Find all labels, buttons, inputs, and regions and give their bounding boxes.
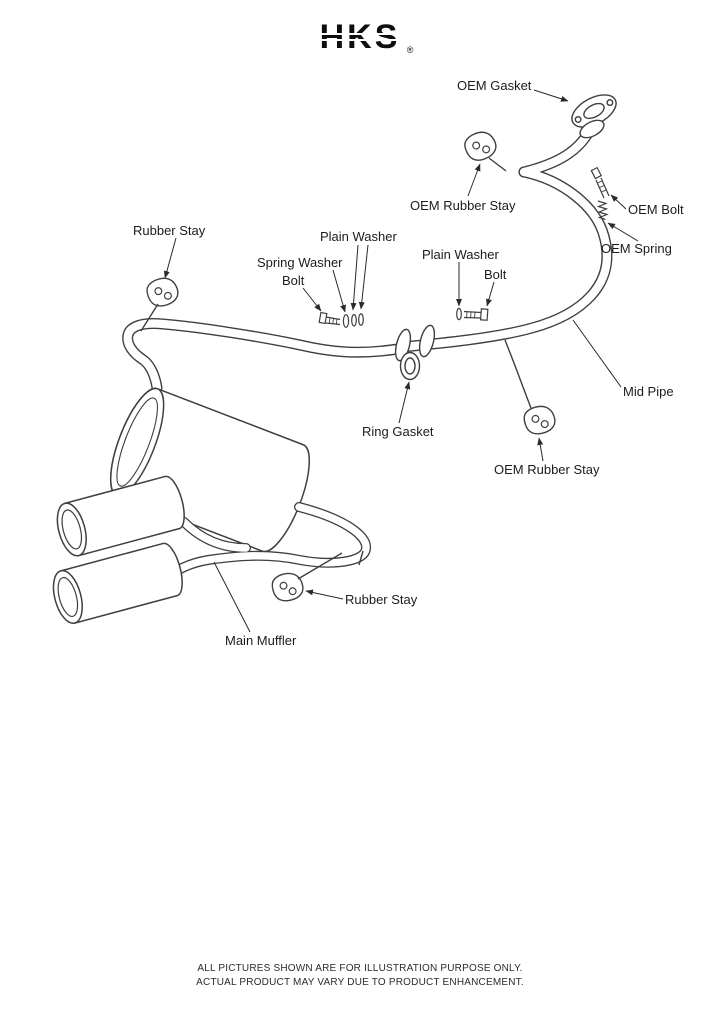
exhaust-tip-upper [56, 475, 185, 557]
front-pipe [122, 120, 613, 394]
label-oem-gasket: OEM Gasket [457, 78, 532, 93]
leader-oem-rubber-stay-top [467, 163, 481, 197]
registered-mark: ® [406, 45, 414, 55]
leader-plain-washer-center [358, 244, 369, 310]
label-plain-washer-right: Plain Washer [422, 247, 499, 262]
label-oem-bolt: OEM Bolt [628, 202, 684, 217]
label-oem-spring: OEM Spring [601, 241, 672, 256]
label-rubber-stay-bottom: Rubber Stay [345, 592, 418, 607]
bolt-head [590, 166, 603, 180]
oem-gasket-part [571, 94, 617, 128]
label-plain-washer-center: Plain Washer [320, 229, 397, 244]
oem-bolt-part [590, 166, 610, 199]
hanger-rods [140, 157, 532, 580]
disclaimer-line1: ALL PICTURES SHOWN ARE FOR ILLUSTRATION … [197, 963, 523, 974]
bolt-set-right [456, 307, 489, 321]
leader-lines [163, 89, 639, 633]
label-bolt-center: Bolt [282, 273, 305, 288]
exhaust-tip-lower [52, 542, 183, 625]
hks-logo-text: HKS [319, 18, 401, 56]
oem-rubber-stay-part [461, 127, 500, 165]
bolt-set-left [318, 311, 364, 328]
label-ring-gasket: Ring Gasket [362, 424, 434, 439]
rubber-stay-part [143, 274, 182, 310]
label-oem-rubber-stay-right: OEM Rubber Stay [494, 462, 600, 477]
leader-mid-pipe [572, 319, 622, 388]
leader-main-muffler [213, 561, 251, 633]
label-spring-washer: Spring Washer [257, 255, 343, 270]
label-mid-pipe: Mid Pipe [623, 384, 674, 399]
disclaimer: ALL PICTURES SHOWN ARE FOR ILLUSTRATION … [0, 962, 720, 990]
bolt-head [479, 308, 489, 321]
spring-washer-part [342, 314, 350, 328]
leader-rubber-stay-bottom [305, 589, 344, 600]
leader-ring-gasket [398, 381, 411, 424]
plain-washer-part [358, 313, 364, 326]
leader-rubber-stay-left [163, 237, 177, 279]
leader-bolt-center [302, 287, 322, 312]
label-rubber-stay-left: Rubber Stay [133, 223, 206, 238]
logo-stripe [317, 33, 401, 36]
bolt-head [318, 311, 328, 325]
logo-stripe [317, 39, 401, 42]
rubber-stay-part [269, 570, 306, 604]
label-main-muffler: Main Muffler [225, 633, 297, 648]
ring-gasket-part [399, 351, 421, 381]
leader-oem-spring [607, 222, 639, 242]
tail-pipe [163, 502, 371, 582]
plain-washer-part [456, 307, 462, 321]
leader-spring-washer [332, 269, 346, 313]
label-oem-rubber-stay-top: OEM Rubber Stay [410, 198, 516, 213]
leader-oem-gasket [533, 89, 569, 102]
plain-washer-part [351, 313, 357, 327]
leader-bolt-right [486, 281, 495, 307]
hks-logo: HKS ® [0, 20, 720, 64]
hks-logo-inner: HKS ® [317, 18, 413, 56]
leader-plain-washer-center [350, 244, 359, 311]
oem-rubber-stay-part [521, 402, 558, 438]
leader-oem-bolt [610, 194, 627, 210]
oem-spring-part [596, 200, 609, 221]
disclaimer-line2: ACTUAL PRODUCT MAY VARY DUE TO PRODUCT E… [196, 977, 524, 988]
front-pipe-flange [579, 119, 605, 139]
label-bolt-right: Bolt [484, 267, 507, 282]
leader-oem-rubber-stay-right [537, 437, 544, 462]
